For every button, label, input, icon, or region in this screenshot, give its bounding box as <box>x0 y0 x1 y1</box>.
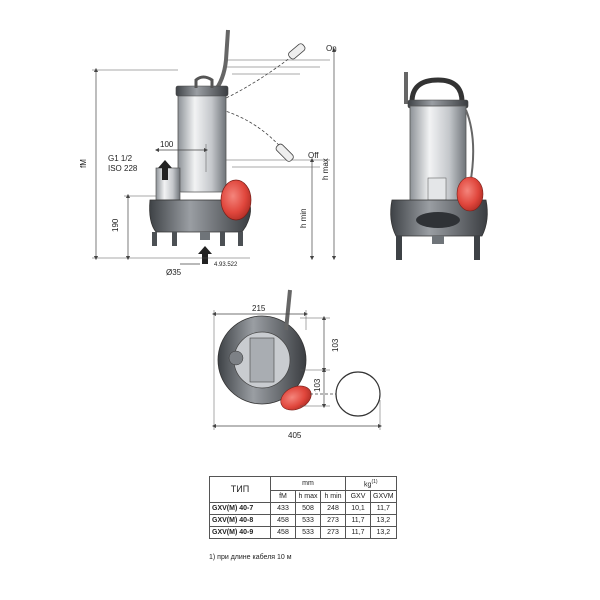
top-view: 215 103 103 405 <box>211 289 383 440</box>
pump-handle <box>194 75 214 88</box>
dim-foot-label: 4.93.522 <box>214 262 238 268</box>
outlet-flow-arrow <box>158 160 172 180</box>
footnote: 1) при длине кабеля 10 м <box>209 554 292 561</box>
top-view-cable <box>284 289 292 331</box>
dim-outlet-offset-label: 100 <box>160 140 174 149</box>
float-off-label: Off <box>308 151 319 160</box>
spec-table: ТИП mm kg(1) fM h max h min GXV GXVM GXV… <box>209 475 397 540</box>
front-float <box>456 176 484 212</box>
power-cable <box>212 29 230 94</box>
outlet-thread-label: G1 1/2 <box>108 154 133 163</box>
dim-hmin-label: h min <box>299 208 308 228</box>
dim-top-width-label: 215 <box>252 304 266 313</box>
table-row: GXV(M) 40-8 458 533 273 11,7 13,2 <box>209 514 397 528</box>
table-col-fm: fM <box>270 490 296 504</box>
front-view <box>390 72 488 260</box>
front-handle <box>409 77 465 103</box>
top-view-float <box>280 385 312 411</box>
table-col-hmin: h min <box>320 490 346 504</box>
outlet-standard-label: ISO 228 <box>108 164 138 173</box>
dim-hmax-label: h max <box>321 158 330 180</box>
table-col-hmax: h max <box>295 490 321 504</box>
table-col-gxvm: GXVM <box>370 490 397 504</box>
table-mm-header: mm <box>270 475 346 492</box>
dim-base-label: Ø35 <box>166 268 182 277</box>
float-switch-off <box>275 143 294 162</box>
table-kg-header: kg(1) <box>345 475 397 492</box>
dim-fm-label: fM <box>79 159 88 168</box>
table-row: GXV(M) 40-7 433 508 248 10,1 11,7 <box>209 502 397 516</box>
table-type-header: ТИП <box>209 475 271 504</box>
float-cable-on <box>221 49 301 101</box>
dim-outlet-height-label: 190 <box>111 218 120 232</box>
side-view: fM 190 100 G1 1/2 ISO 228 Ø35 4.93.522 h… <box>79 29 337 277</box>
table-row: GXV(M) 40-9 458 533 273 11,7 13,2 <box>209 526 397 540</box>
dim-top-upper-label: 103 <box>331 338 340 352</box>
motor-housing <box>177 91 227 193</box>
dim-top-lower-label: 103 <box>313 378 322 392</box>
top-view-float-range <box>335 371 381 417</box>
float-switch-on <box>288 43 306 60</box>
inlet-flow-arrow <box>198 246 212 264</box>
dim-top-total-label: 405 <box>288 431 302 440</box>
float-switch-body <box>220 179 252 221</box>
float-on-label: On <box>326 44 337 53</box>
table-col-gxv: GXV <box>345 490 371 504</box>
